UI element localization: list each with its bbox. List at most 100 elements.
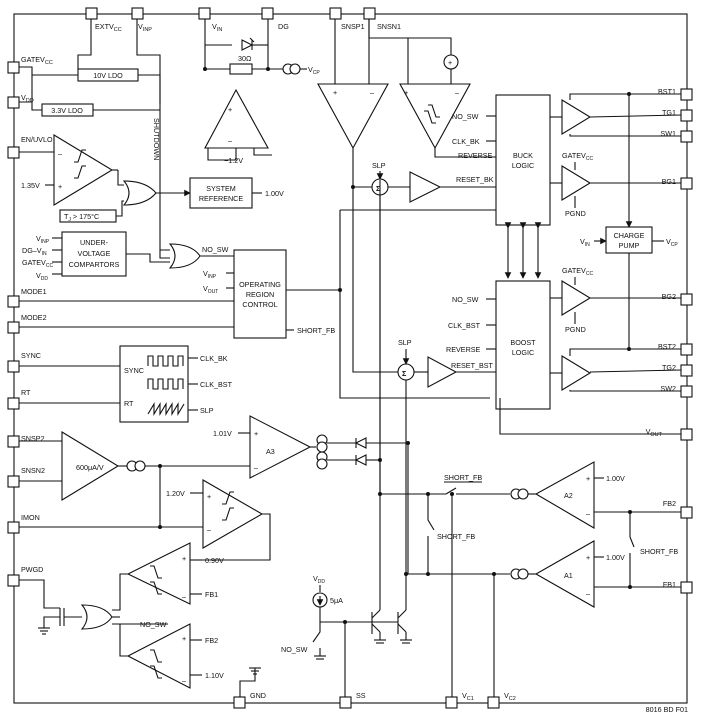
svg-text:–: – — [455, 88, 459, 97]
a1-error-amplifier — [534, 540, 595, 608]
svg-text:−1.2V: −1.2V — [224, 156, 243, 165]
pin-en-uvlo: EN/UVLO — [21, 135, 53, 144]
vin-dg-section: 30Ω VCP – + −1.2V — [203, 19, 320, 165]
svg-text:–: – — [182, 676, 186, 685]
svg-text:OPERATING: OPERATING — [239, 280, 281, 289]
gate-amplifier — [204, 88, 269, 149]
svg-text:VCP: VCP — [666, 237, 678, 248]
imon-comparator — [202, 479, 264, 549]
pin-boxes — [7, 7, 693, 709]
svg-text:VINP: VINP — [203, 269, 217, 280]
pin-sync: SYNC — [21, 351, 41, 360]
figure-id: 8016 BD F01 — [646, 705, 688, 714]
pin-bg1: BG1 — [662, 177, 676, 186]
svg-text:VINP: VINP — [36, 234, 50, 245]
svg-text:FB1: FB1 — [205, 590, 218, 599]
pin-snsn2: SNSN2 — [21, 466, 45, 475]
or-gate-noswitch — [168, 243, 201, 269]
svg-text:SLP: SLP — [200, 406, 214, 415]
pin-sw1: SW1 — [660, 129, 676, 138]
boost-bottom-driver — [561, 280, 592, 316]
svg-text:CLK_BST: CLK_BST — [448, 321, 481, 330]
svg-text:VIN: VIN — [580, 237, 590, 248]
svg-text:VOLTAGE: VOLTAGE — [78, 249, 111, 258]
svg-text:RT: RT — [124, 399, 134, 408]
buck-bottom-driver — [561, 165, 592, 201]
svg-text:+: + — [404, 88, 408, 97]
a2-error-amplifier — [534, 461, 595, 529]
reverse-comparator — [399, 83, 471, 150]
svg-text:–: – — [207, 525, 211, 534]
svg-text:SYSTEM: SYSTEM — [206, 184, 236, 193]
svg-text:–: – — [182, 592, 186, 601]
pin-dg: DG — [278, 22, 289, 31]
pin-sw2: SW2 — [660, 384, 676, 393]
pin-snsp2: SNSP2 — [21, 434, 45, 443]
svg-text:LOGIC: LOGIC — [512, 161, 534, 170]
svg-text:GATEVCC: GATEVCC — [562, 266, 593, 277]
svg-text:600μA/V: 600μA/V — [76, 463, 104, 472]
a3-amplifier — [249, 415, 312, 479]
imon-section: + – 1.20V — [19, 464, 271, 561]
svg-text:PGND: PGND — [565, 325, 586, 334]
svg-text:VDD: VDD — [313, 574, 325, 585]
svg-text:NO_SW: NO_SW — [452, 112, 479, 121]
buck-logic-box — [495, 94, 551, 226]
svg-text:SHORT_FB: SHORT_FB — [640, 547, 678, 556]
svg-text:+: + — [448, 58, 452, 67]
svg-text:30Ω: 30Ω — [238, 54, 252, 63]
pin-mode1: MODE1 — [21, 287, 47, 296]
svg-text:REVERSE: REVERSE — [446, 345, 481, 354]
svg-text:RESET_BK: RESET_BK — [456, 175, 494, 184]
svg-text:1.00V: 1.00V — [606, 474, 625, 483]
svg-text:0.90V: 0.90V — [205, 556, 224, 565]
ldo-3v3-label: 3.3V LDO — [51, 106, 83, 115]
svg-text:Σ: Σ — [402, 369, 407, 378]
ref-100v: 1.00V — [265, 189, 284, 198]
pin-tg1: TG1 — [662, 108, 676, 117]
svg-text:A1: A1 — [564, 571, 573, 580]
current-sense-section: 600μA/V + – A3 1.01V — [19, 415, 408, 501]
or-gate-pwgd — [80, 604, 113, 630]
svg-text:NO_SW: NO_SW — [281, 645, 308, 654]
pin-extvcc: EXTVCC — [95, 22, 122, 33]
buck-logic-section: BUCK LOGIC NO_SW CLK_BK REVERSE GATEVCC … — [452, 93, 682, 226]
pin-bst1: BST1 — [658, 87, 676, 96]
pin-imon: IMON — [21, 513, 40, 522]
pin-bst2: BST2 — [658, 342, 676, 351]
pin-gnd: GND — [250, 691, 266, 700]
uvlo-section: – + 1.35V TJ > 175°C SYSTEM REFERENCE 1.… — [19, 134, 284, 223]
boost-logic-box — [495, 280, 551, 410]
svg-text:RESET_BST: RESET_BST — [451, 361, 494, 370]
svg-text:+: + — [207, 492, 211, 501]
svg-text:+: + — [586, 474, 590, 483]
fb1-comparator — [126, 542, 191, 605]
svg-text:GATEVCC: GATEVCC — [562, 151, 593, 162]
svg-text:1.00V: 1.00V — [606, 553, 625, 562]
svg-text:+: + — [182, 634, 186, 643]
uv-section: UNDER- VOLTAGE COMPARTORS VINP DG–VIN GA… — [22, 231, 234, 282]
svg-text:CLK_BK: CLK_BK — [452, 137, 480, 146]
svg-text:UNDER-: UNDER- — [80, 238, 109, 247]
pin-vin: VIN — [212, 22, 222, 33]
svg-text:VOUT: VOUT — [203, 284, 218, 295]
en-uvlo-comparator — [53, 134, 114, 206]
gm-amplifier — [61, 431, 120, 501]
buck-sense-amplifier — [317, 83, 389, 150]
svg-text:A3: A3 — [266, 447, 275, 456]
svg-text:CHARGE: CHARGE — [614, 231, 645, 240]
boost-top-driver — [561, 355, 592, 391]
svg-text:TJ > 175°C: TJ > 175°C — [64, 212, 99, 223]
pin-labels: EXTVCC VINP VIN DG SNSP1 SNSN1 GATEVCC V… — [21, 22, 676, 702]
svg-text:+: + — [228, 105, 232, 114]
svg-text:LOGIC: LOGIC — [512, 348, 534, 357]
svg-text:DG–VIN: DG–VIN — [22, 246, 47, 257]
pwgd-section: + – + – 0.90V FB1 FB2 1.10V NO_SW — [19, 542, 224, 689]
logic-link-arrows — [504, 222, 542, 279]
svg-text:REFERENCE: REFERENCE — [199, 194, 244, 203]
pin-vout: VOUT — [646, 427, 663, 438]
oscillator-section: SYNC RT CLK_BK CLK_BST SLP — [19, 345, 233, 423]
svg-text:1.01V: 1.01V — [213, 429, 232, 438]
pin-vdd: VDD — [21, 93, 34, 104]
svg-text:–: – — [586, 509, 590, 518]
